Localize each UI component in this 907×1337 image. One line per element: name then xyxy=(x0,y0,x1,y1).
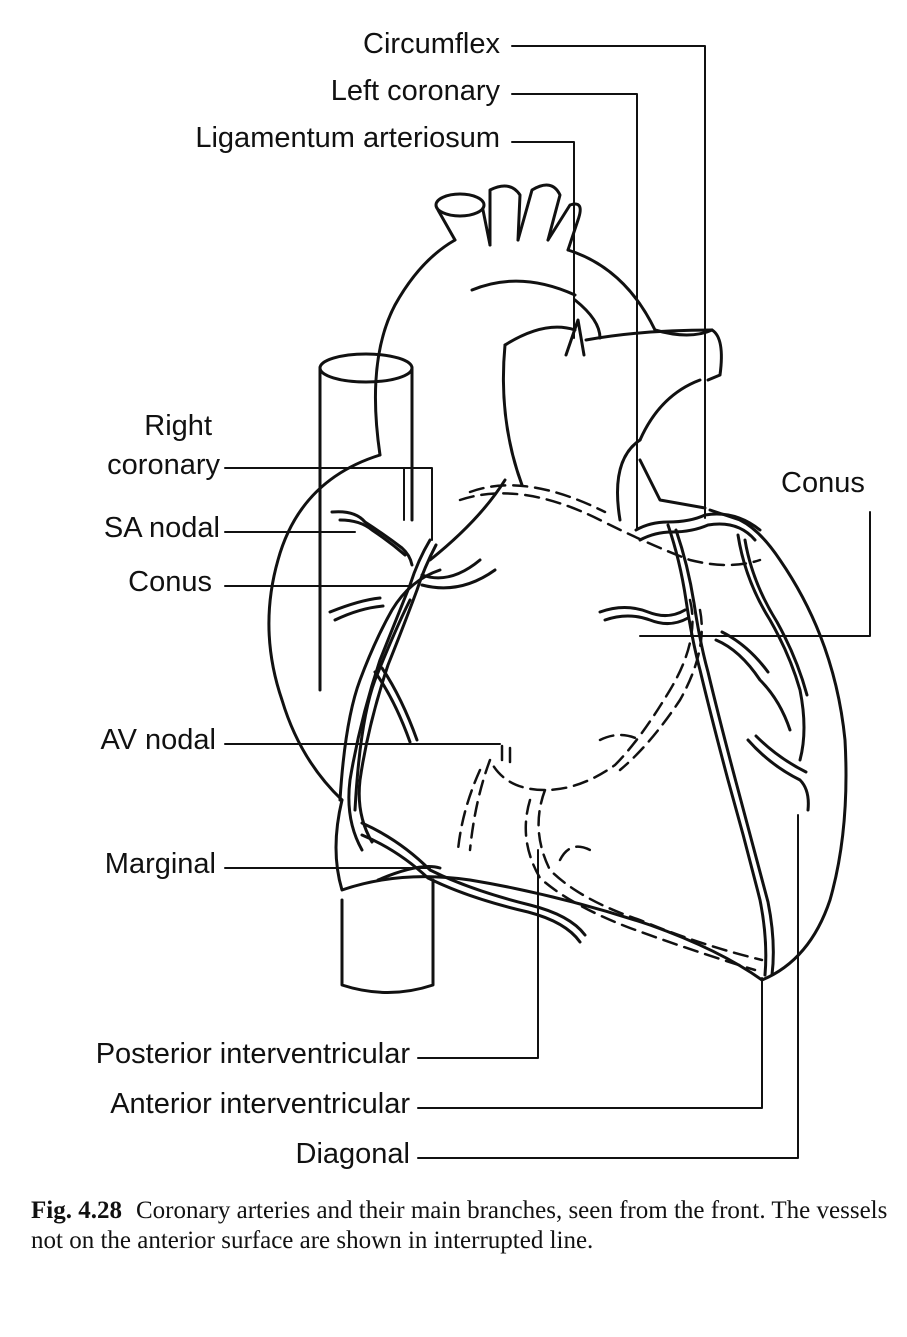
label-posterior-interventricular: Posterior interventricular xyxy=(95,1038,410,1070)
leader-ligamentum-arteriosum xyxy=(511,141,575,339)
left-coronary-artery xyxy=(634,512,775,977)
label-anterior-interventricular: Anterior interventricular xyxy=(110,1088,410,1120)
caption-text: Coronary arteries and their main branche… xyxy=(31,1197,888,1254)
leader-right-coronary xyxy=(224,467,433,541)
superior-vena-cava xyxy=(318,352,414,692)
aorta xyxy=(373,183,657,562)
label-circumflex: Circumflex xyxy=(363,28,500,60)
heart-outline xyxy=(267,453,848,982)
inferior-vena-cava xyxy=(340,878,435,994)
leader-anterior-interventricular xyxy=(417,977,763,1109)
label-right-coronary-line1: Right xyxy=(144,410,212,442)
leader-lines xyxy=(224,45,871,1159)
heart-diagram xyxy=(224,45,871,1159)
leader-diagonal xyxy=(417,814,799,1159)
label-diagonal: Diagonal xyxy=(295,1138,410,1170)
right-atrium xyxy=(338,558,497,812)
right-coronary-artery xyxy=(347,538,438,852)
right-conus-branch xyxy=(328,596,385,622)
label-ligamentum-arteriosum: Ligamentum arteriosum xyxy=(195,122,500,154)
leader-conus-right xyxy=(639,511,871,637)
pulmonary-trunk xyxy=(616,328,723,522)
label-conus-left: Conus xyxy=(128,566,212,598)
right-ventricular-branch xyxy=(373,666,419,744)
label-conus-right: Conus xyxy=(781,467,865,499)
leader-posterior-interventricular xyxy=(417,849,539,1059)
left-conus-branch xyxy=(598,606,690,625)
figure-number: Fig. 4.28 xyxy=(31,1197,122,1224)
label-marginal: Marginal xyxy=(104,848,216,880)
diagonal-artery xyxy=(714,533,810,812)
label-av-nodal: AV nodal xyxy=(100,724,216,756)
posterior-vessels-dashed xyxy=(456,484,764,972)
label-right-coronary-line2: coronary xyxy=(107,449,220,481)
label-left-coronary: Left coronary xyxy=(330,75,500,107)
marginal-artery xyxy=(360,821,587,944)
leader-circumflex xyxy=(511,45,706,519)
ligamentum-arteriosum xyxy=(564,298,714,357)
sa-nodal-artery xyxy=(330,510,414,567)
leader-left-coronary xyxy=(511,93,638,529)
label-sa-nodal: SA nodal xyxy=(103,512,220,544)
